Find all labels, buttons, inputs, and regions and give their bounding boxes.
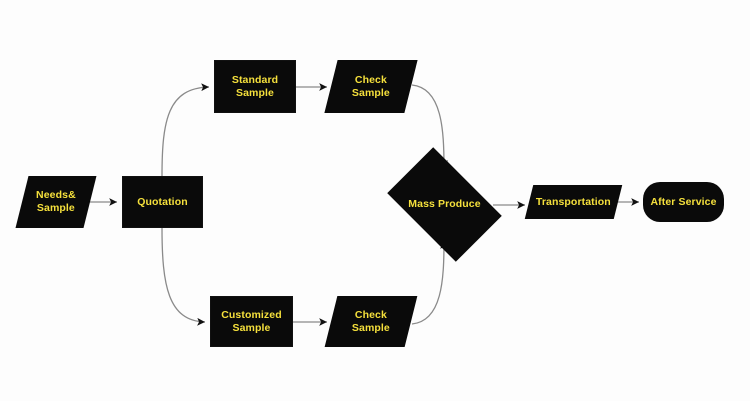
node-needs-sample-label: Needs& Sample xyxy=(36,189,76,214)
node-transportation[interactable]: Transportation xyxy=(524,185,623,219)
node-after-service[interactable]: After Service xyxy=(643,182,724,222)
node-standard-sample[interactable]: Standard Sample xyxy=(214,60,296,113)
node-needs-sample[interactable]: Needs& Sample xyxy=(15,176,97,228)
node-check-sample-top-label: Check Sample xyxy=(352,73,390,99)
node-customized-sample-label: Customized Sample xyxy=(221,308,282,334)
node-mass-produce[interactable]: Mass Produce xyxy=(387,147,502,262)
node-mass-produce-label: Mass Produce xyxy=(408,198,481,211)
node-customized-sample[interactable]: Customized Sample xyxy=(210,296,293,347)
node-check-sample-top[interactable]: Check Sample xyxy=(324,60,418,113)
edge-quotation-to-standard xyxy=(161,83,210,177)
node-quotation[interactable]: Quotation xyxy=(122,176,203,228)
node-check-sample-bottom[interactable]: Check Sample xyxy=(324,296,418,347)
edge-quotation-to-customized xyxy=(161,227,206,326)
edge-check-bot-to-mass xyxy=(411,240,448,325)
node-check-sample-bottom-label: Check Sample xyxy=(352,308,390,334)
node-transportation-label: Transportation xyxy=(536,195,611,208)
node-after-service-label: After Service xyxy=(650,195,717,208)
node-standard-sample-label: Standard Sample xyxy=(231,73,279,99)
node-quotation-label: Quotation xyxy=(137,195,188,208)
